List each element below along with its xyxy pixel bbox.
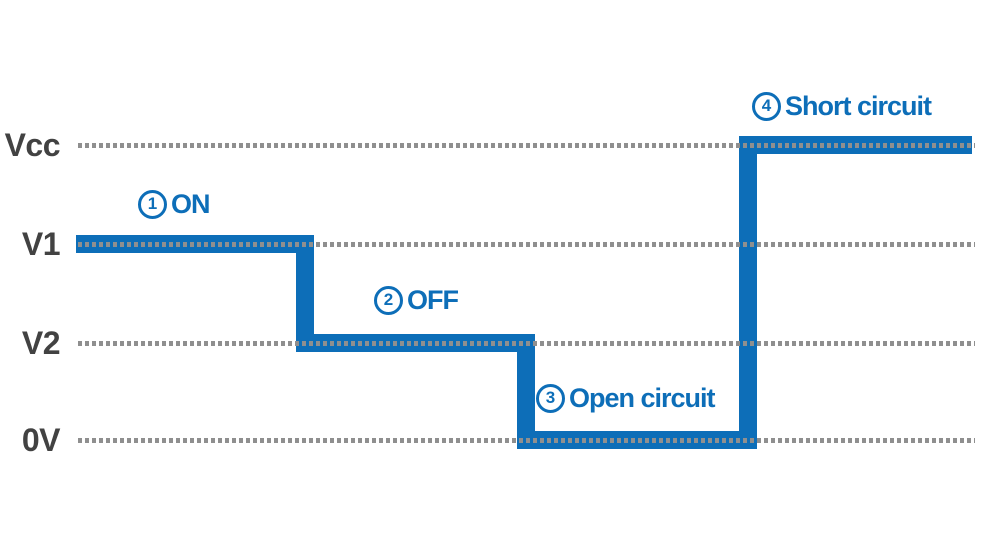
gridline-0v [78, 438, 975, 443]
y-axis-label-v1: V1 [21, 226, 61, 262]
y-axis-label-v2: V2 [21, 325, 61, 361]
circled-number-1-icon: 1 [138, 190, 167, 219]
annotation-label: ON [171, 189, 210, 219]
annotation-label: Short circuit [785, 91, 932, 121]
annotation-label: OFF [407, 285, 459, 315]
circled-number-3-icon: 3 [536, 384, 565, 413]
plot-area [72, 130, 978, 457]
annotation-label: Open circuit [569, 383, 716, 413]
gridline-vcc [78, 143, 975, 148]
gridline-v1 [78, 242, 975, 247]
gridline-v2 [78, 341, 975, 346]
waveform-path [76, 136, 972, 449]
y-axis-label-vcc: Vcc [4, 127, 61, 163]
circled-number-2-icon: 2 [374, 286, 403, 315]
y-axis-label-0v: 0V [21, 422, 61, 458]
waveform-svg [76, 136, 972, 449]
circled-number-4-icon: 4 [752, 92, 781, 121]
